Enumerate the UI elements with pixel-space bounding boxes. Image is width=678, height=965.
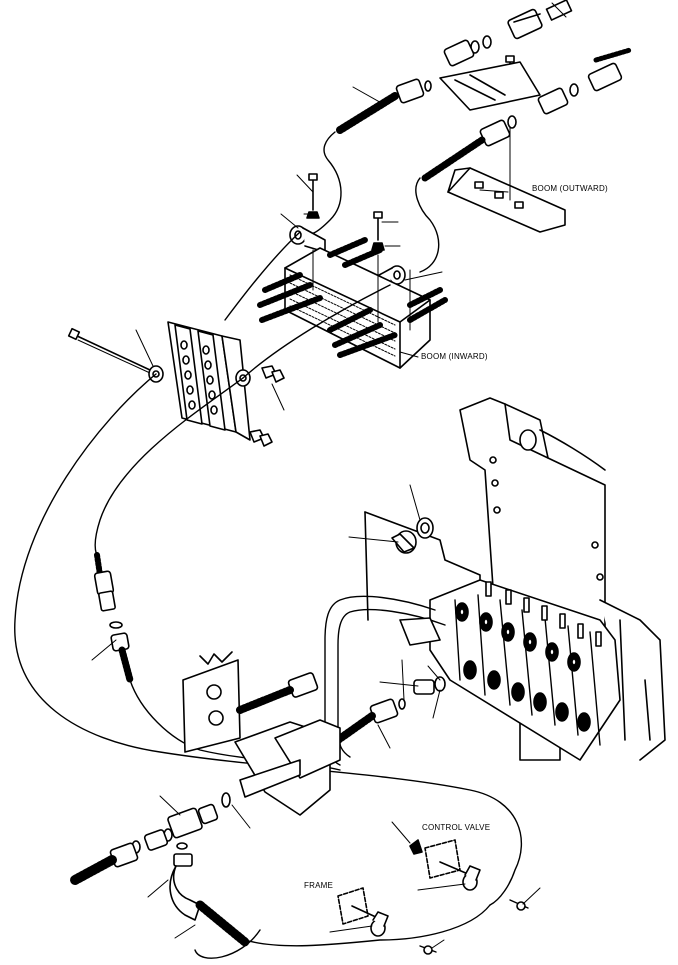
hose-lines: [14, 231, 523, 959]
left-hose-fitting: [93, 552, 134, 684]
control-valve-label: CONTROL VALVE: [422, 823, 491, 832]
left-vertical-bracket: [67, 321, 285, 447]
tee-fitting-assembly: [70, 792, 250, 947]
boom-outward-label: BOOM (OUTWARD): [532, 184, 608, 193]
boom-inward-block: [257, 237, 448, 369]
control-valve-frame: [324, 397, 666, 766]
leader-lines: [91, 86, 541, 949]
boom-inward-label: BOOM (INWARD): [421, 352, 488, 361]
valve-fittings: [334, 517, 446, 744]
frame-label: FRAME: [304, 881, 333, 890]
lower-left-bracket: [182, 651, 341, 816]
bottom-clamps: [337, 839, 529, 955]
boom-outward-bracket-assembly: [421, 0, 633, 233]
upper-hose-left: [299, 78, 440, 273]
